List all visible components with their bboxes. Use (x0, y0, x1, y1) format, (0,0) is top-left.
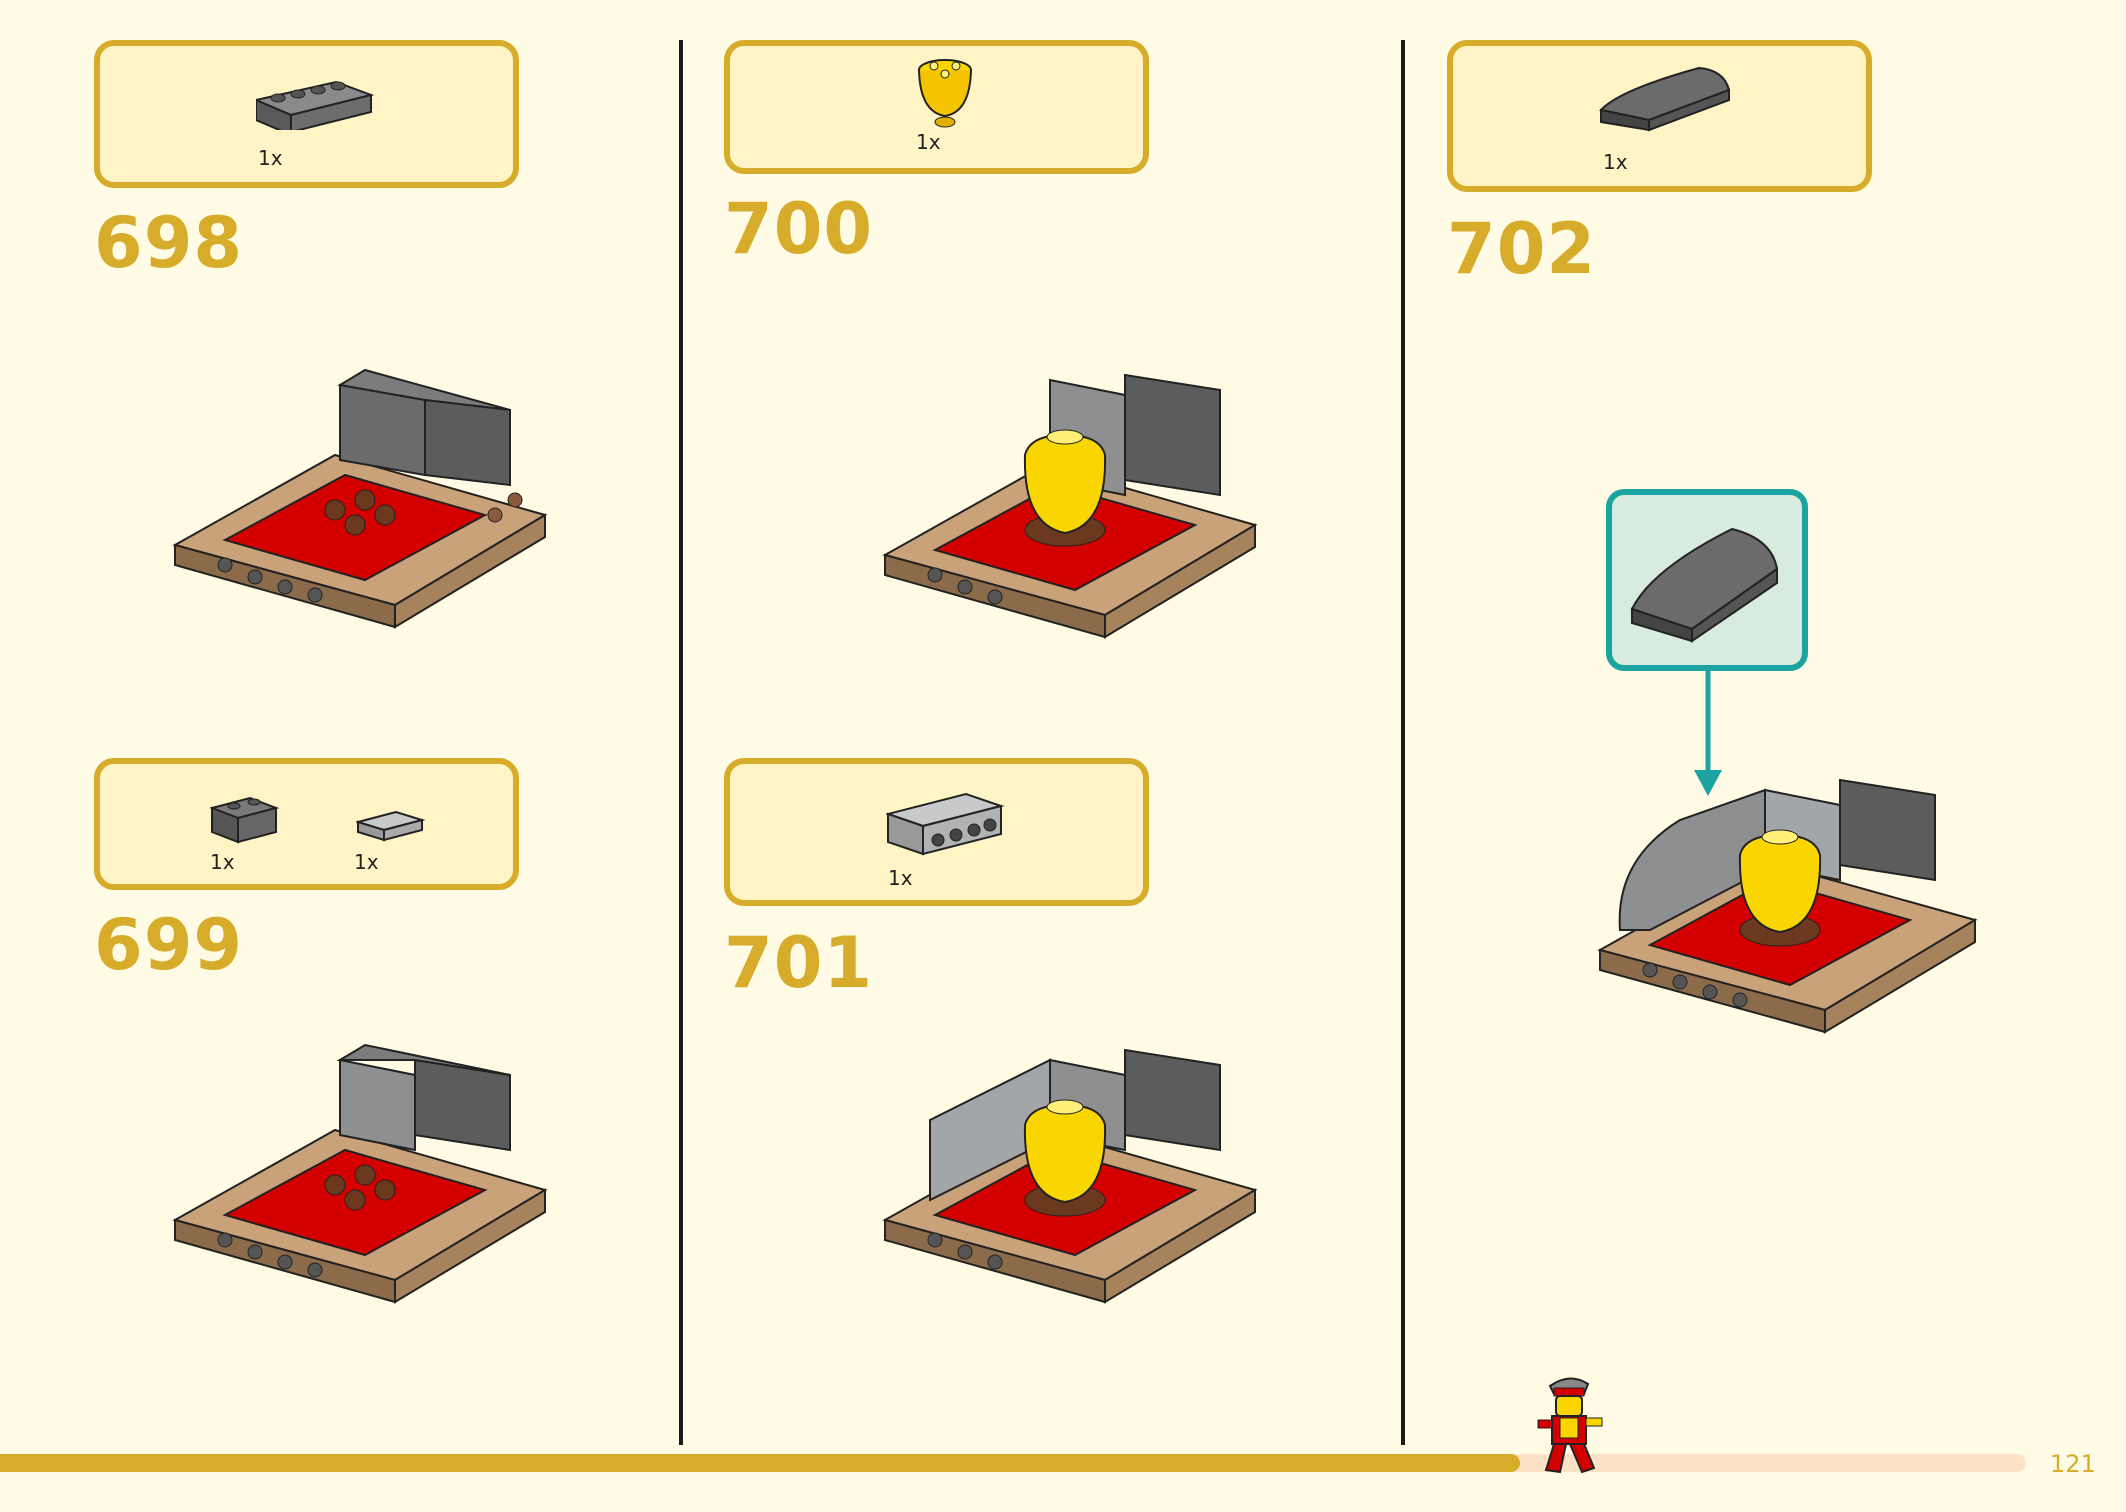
part-quantity: 1x (888, 866, 913, 890)
column-divider-1 (679, 40, 683, 1445)
part-quantity: 1x (354, 850, 379, 874)
part-quantity: 1x (916, 130, 941, 154)
column-divider-2 (1401, 40, 1405, 1445)
progress-bar-fill (0, 1454, 1520, 1472)
placement-arrow-icon (1694, 670, 1722, 796)
part-quantity: 1x (210, 850, 235, 874)
dark-grey-curved-slope-icon (1599, 66, 1731, 132)
model-assembly-699 (172, 1043, 548, 1304)
yellow-dome-brick-icon (918, 59, 972, 128)
light-grey-technic-brick-1x4-icon (886, 792, 1005, 856)
parts-callout-698: 1x (94, 40, 519, 188)
step-number-701: 701 (724, 922, 874, 1004)
model-assembly-702 (1597, 778, 1978, 1034)
minifigure-icon (1537, 1377, 1603, 1474)
model-assembly-698 (172, 368, 548, 629)
page-number: 121 (2050, 1450, 2096, 1478)
parts-callout-699: 1x 1x (94, 758, 519, 890)
dark-grey-brick-1x4-icon (256, 80, 375, 130)
step-number-700: 700 (724, 188, 874, 270)
curved-slope-detail-icon (1630, 527, 1779, 643)
parts-callout-702: 1x (1447, 40, 1872, 192)
progress-bar (0, 1454, 2026, 1472)
part-quantity: 1x (258, 146, 283, 170)
light-grey-plate-1x2-icon (356, 810, 426, 842)
part-quantity: 1x (1603, 150, 1628, 174)
step-number-699: 699 (94, 904, 244, 986)
model-assembly-700 (882, 373, 1258, 639)
parts-callout-700: 1x (724, 40, 1149, 174)
model-assembly-701 (882, 1048, 1258, 1304)
step-number-698: 698 (94, 202, 244, 284)
dark-grey-brick-1x2-icon (210, 796, 280, 844)
subassembly-callout (1606, 489, 1808, 671)
step-number-702: 702 (1447, 208, 1597, 290)
parts-callout-701: 1x (724, 758, 1149, 906)
